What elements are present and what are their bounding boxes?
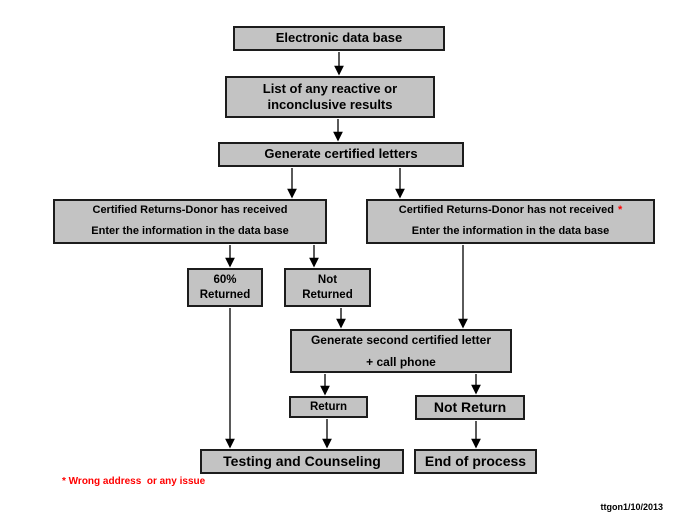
node-label-line2: Returned — [199, 288, 251, 301]
credit-text: ttgon1/10/2013 — [600, 502, 663, 512]
node-60-returned: 60% Returned — [187, 268, 263, 307]
footnote-wrong-address: * Wrong address or any issue — [62, 476, 206, 487]
node-second-letter: Generate second certified letter + call … — [290, 329, 512, 373]
node-label-text: Certified Returns-Donor has not received — [398, 204, 614, 217]
node-label-line1: Not — [317, 274, 338, 287]
node-label-line2: + call phone — [366, 354, 436, 369]
node-label-line1: List of any reactive or — [262, 80, 398, 96]
node-label: Not Return — [433, 398, 507, 415]
node-label-line1: 60% — [213, 274, 237, 287]
node-end-of-process: End of process — [414, 449, 537, 474]
node-label-line1: Certified Returns-Donor has received — [92, 204, 288, 217]
footnote-asterisk: * — [617, 204, 623, 217]
node-label-line2: inconclusive results — [267, 97, 393, 112]
node-not-returned: Not Returned — [284, 268, 371, 307]
node-received: Certified Returns-Donor has received Ent… — [53, 199, 327, 244]
node-return: Return — [289, 396, 368, 418]
node-not-return: Not Return — [415, 395, 525, 420]
node-not-received: Certified Returns-Donor has not received… — [366, 199, 655, 244]
node-electronic-database: Electronic data base — [233, 26, 445, 51]
node-label-line2: Enter the information in the data base — [411, 225, 610, 237]
node-label: Testing and Counseling — [223, 452, 381, 469]
node-label: Generate certified letters — [264, 146, 418, 162]
node-label-line1: Certified Returns-Donor has not received… — [399, 204, 622, 218]
node-label-line2: Returned — [302, 288, 353, 301]
node-label-line1: Generate second certified letter — [310, 332, 492, 347]
node-label: End of process — [424, 452, 527, 469]
node-generate-letters: Generate certified letters — [218, 142, 464, 167]
node-label-line2: Enter the information in the data base — [91, 225, 289, 237]
node-label: Return — [309, 400, 348, 413]
node-reactive-list: List of any reactive or inconclusive res… — [225, 76, 435, 118]
node-testing-counseling: Testing and Counseling — [200, 449, 404, 474]
node-label: Electronic data base — [275, 30, 403, 46]
